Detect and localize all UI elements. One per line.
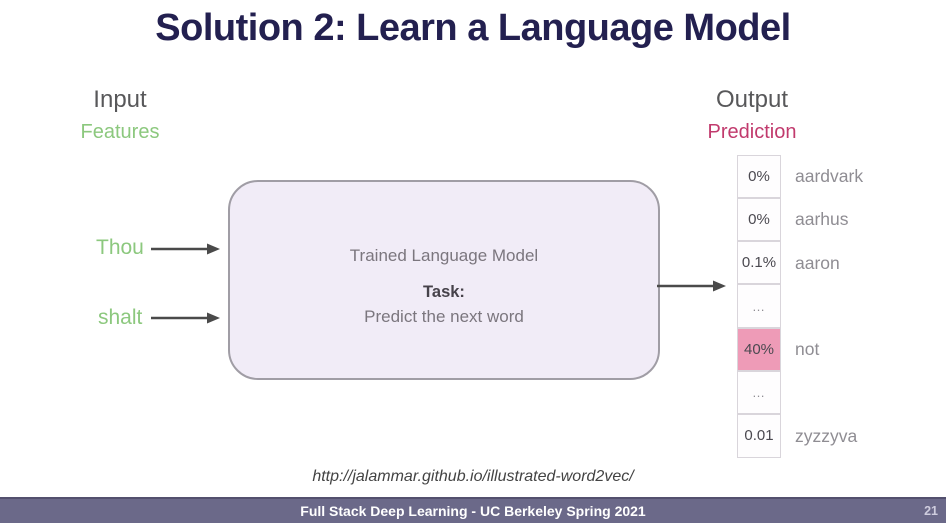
word-label: aardvark [795, 166, 864, 187]
probability-cell: 0.1% [737, 241, 781, 285]
prediction-label: Prediction [707, 121, 797, 143]
features-label: Features [80, 121, 160, 143]
probability-cell: 0% [737, 197, 781, 242]
probability-cell: 0% [737, 155, 781, 199]
probability-cell: 0.01 [737, 414, 781, 458]
prediction-row: 0.1% aaron [737, 241, 863, 285]
footer-bar: Full Stack Deep Learning - UC Berkeley S… [0, 497, 946, 523]
input-word-thou: Thou [96, 236, 144, 259]
arrow-right-icon [657, 279, 727, 298]
input-word-shalt: shalt [98, 306, 143, 329]
prediction-row: 0% aardvark [737, 155, 864, 199]
input-heading: Input [93, 86, 147, 113]
model-box: Trained Language Model Task: Predict the… [228, 180, 660, 380]
source-url: http://jalammar.github.io/illustrated-wo… [312, 468, 634, 485]
arrow-right-icon [151, 311, 221, 330]
prediction-row: 0.01 zyzzyva [737, 414, 863, 458]
probability-cell-highlighted: 40% [737, 327, 781, 371]
word-label: zyzzyva [795, 425, 858, 446]
prediction-row-highlighted: 40% not [737, 327, 863, 371]
output-column-header: Output Prediction [672, 86, 832, 144]
prediction-row: … [737, 284, 863, 328]
task-description: Predict the next word [364, 306, 524, 326]
page-number: 21 [924, 504, 938, 518]
slide-title: Solution 2: Learn a Language Model [155, 7, 791, 49]
probability-cell-ellipsis: … [737, 284, 781, 328]
task-label: Task: [423, 282, 465, 301]
prediction-row: 0% aarhus [737, 197, 863, 242]
prediction-row: … [737, 370, 863, 415]
model-box-title: Trained Language Model [349, 245, 539, 265]
word-label: aarhus [795, 209, 849, 230]
footer-text: Full Stack Deep Learning - UC Berkeley S… [300, 503, 646, 519]
prediction-table: 0% aardvark 0% aarhus 0.1% aaron … 40% n… [737, 155, 863, 458]
input-column-header: Input Features [40, 86, 200, 144]
word-label: not [795, 339, 820, 360]
output-heading: Output [715, 86, 789, 113]
arrow-right-icon [151, 242, 221, 261]
probability-cell-ellipsis: … [737, 370, 781, 415]
word-label: aaron [795, 252, 840, 273]
